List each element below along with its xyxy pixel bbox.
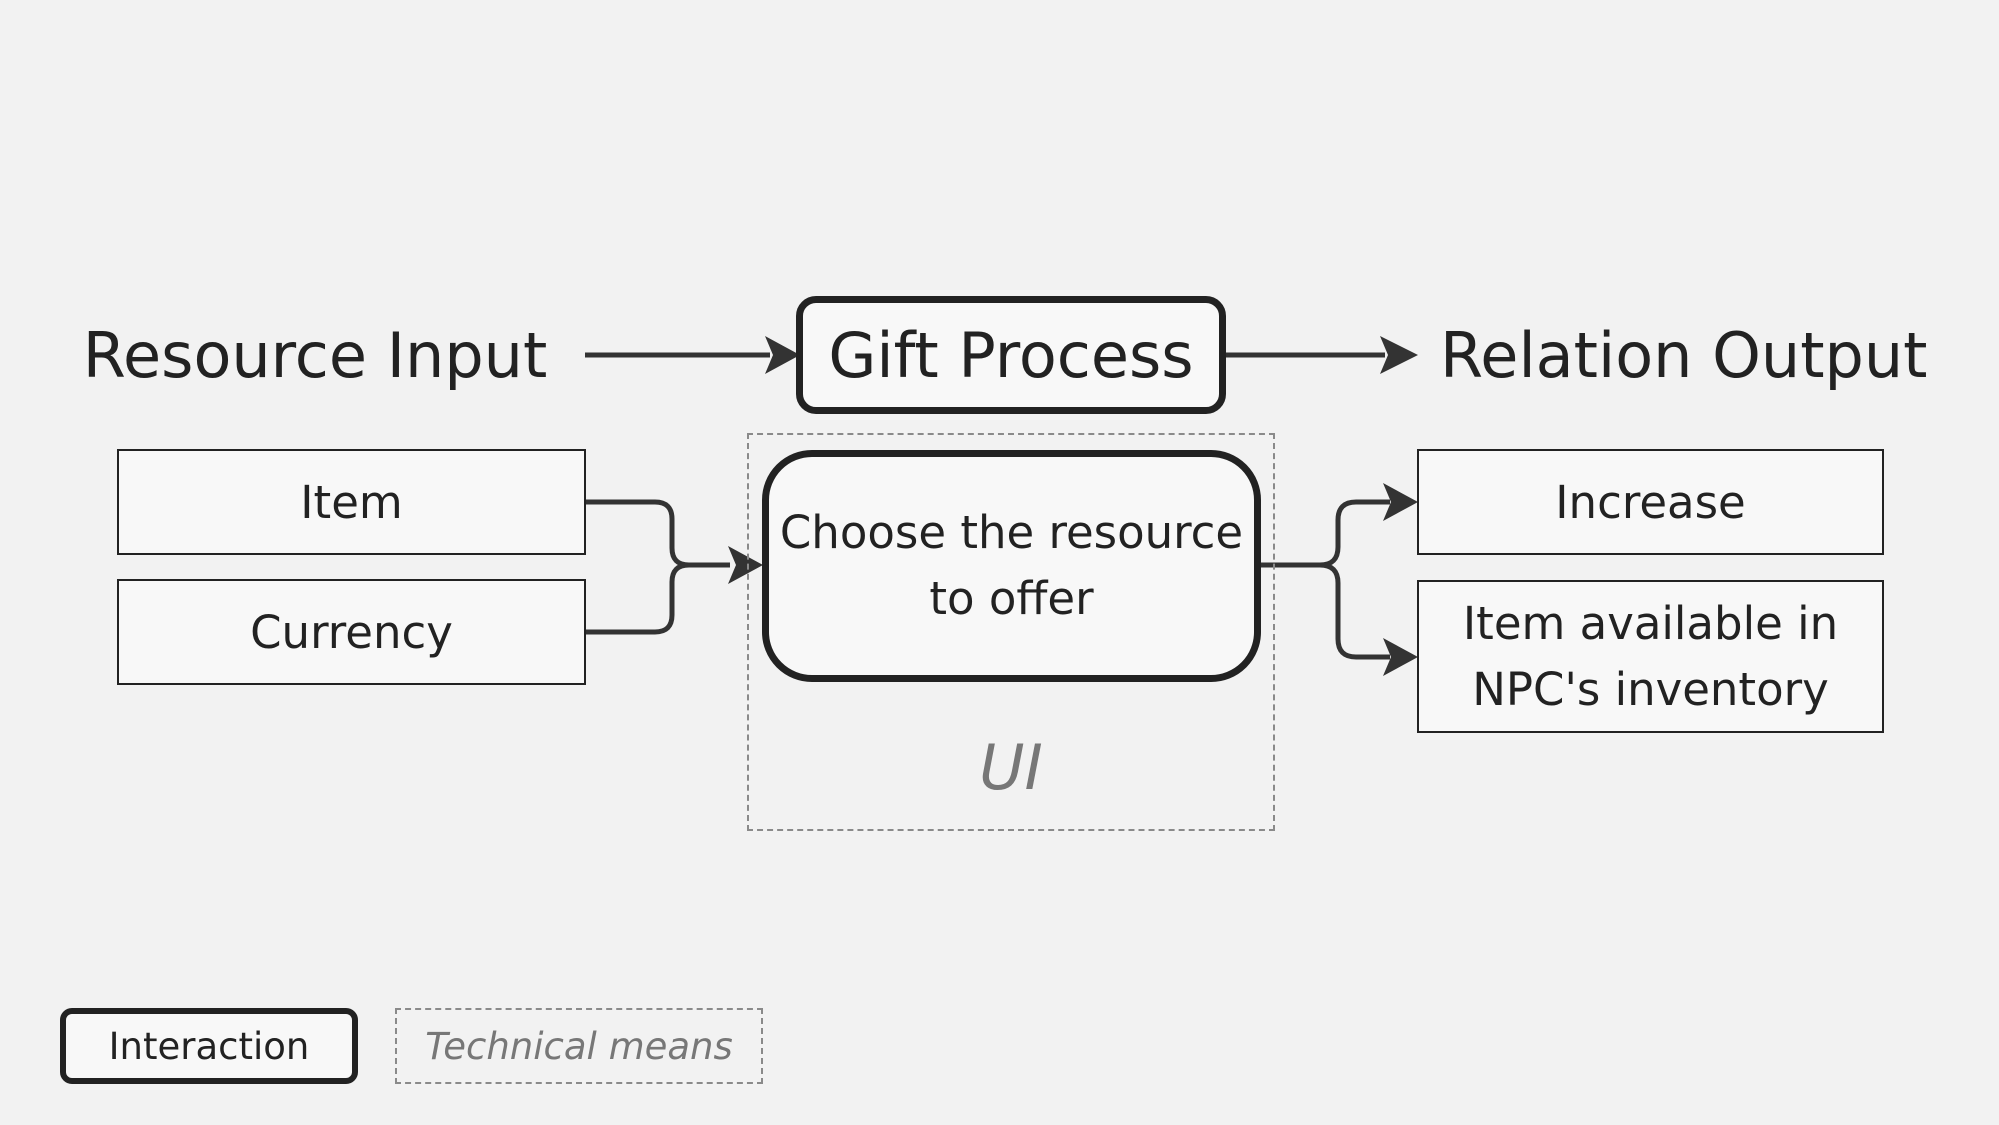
header-resource-input: Resource Input (82, 318, 548, 392)
input-currency: Currency (117, 579, 586, 685)
arrow-process-to-output (1225, 336, 1418, 374)
interaction-text-line2: to offer (929, 572, 1094, 625)
output-increase: Increase (1417, 449, 1884, 555)
arrowhead-into-interaction (728, 546, 763, 584)
arrowhead-into-increase (1383, 483, 1418, 521)
input-item: Item (117, 449, 586, 555)
legend-interaction: Interaction (60, 1008, 358, 1084)
connector-to-increase (1260, 499, 1390, 568)
technical-means-label: UI (979, 731, 1043, 804)
connector-to-inventory (1260, 562, 1390, 660)
arrowhead-into-inventory (1383, 638, 1418, 676)
output-inventory-line1: Item available in (1462, 596, 1839, 650)
connector-item (585, 499, 730, 568)
interaction-choose-resource: Choose the resource to offer (762, 450, 1261, 682)
arrow-input-to-process (585, 336, 800, 374)
header-relation-output: Relation Output (1440, 318, 1928, 392)
technical-means-container (747, 433, 1275, 831)
interaction-text-line1: Choose the resource (779, 506, 1244, 559)
connector-currency (585, 562, 730, 635)
legend-technical-means: Technical means (395, 1008, 763, 1084)
header-gift-process: Gift Process (796, 296, 1226, 414)
output-item-in-inventory: Item available in NPC's inventory (1417, 580, 1884, 733)
output-inventory-line2: NPC's inventory (1472, 662, 1829, 716)
